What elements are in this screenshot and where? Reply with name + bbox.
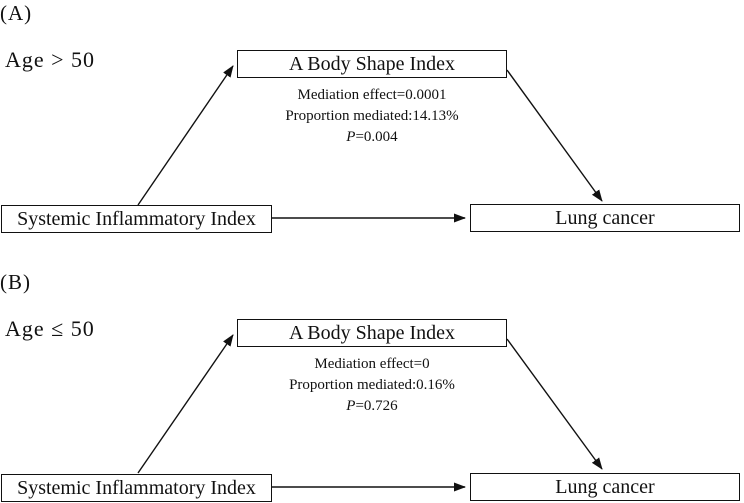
panel-b: (B) Age ≤ 50 A Body Shape Index Mediatio…: [0, 269, 744, 503]
outcome-box: Lung cancer: [470, 473, 740, 501]
exposure-box-label: Systemic Inflammatory Index: [17, 207, 256, 230]
proportion-mediated-text: Proportion mediated:0.16%: [289, 377, 455, 393]
p-value-text: P=0.726: [237, 396, 507, 417]
panel-label: (A): [0, 1, 33, 25]
p-symbol: P: [346, 129, 356, 145]
arrow-mediator-to-outcome: [506, 69, 603, 202]
p-number: =0.004: [355, 129, 398, 145]
p-value-text: P=0.004: [237, 127, 507, 148]
mediation-stats: Mediation effect=0.0001 Proportion media…: [237, 85, 507, 148]
mediator-box-label: A Body Shape Index: [288, 321, 456, 344]
exposure-box-label: Systemic Inflammatory Index: [17, 476, 256, 499]
panel-a: (A) Age > 50 A Body Shape Index Mediatio…: [0, 0, 744, 250]
proportion-mediated-text: Proportion mediated:14.13%: [285, 108, 459, 124]
exposure-box: Systemic Inflammatory Index: [1, 474, 272, 502]
mediation-effect-text: Mediation effect=0.0001: [297, 87, 447, 103]
panel-label: (B): [0, 270, 31, 294]
outcome-box: Lung cancer: [470, 204, 740, 232]
subgroup-label: Age ≤ 50: [5, 316, 95, 341]
mediator-box: A Body Shape Index: [237, 50, 507, 78]
outcome-box-label: Lung cancer: [555, 206, 655, 229]
subgroup-label: Age > 50: [5, 47, 96, 72]
mediation-effect-text: Mediation effect=0: [314, 356, 430, 372]
mediator-box-label: A Body Shape Index: [288, 52, 456, 75]
p-number: =0.726: [355, 398, 398, 414]
outcome-box-label: Lung cancer: [555, 475, 655, 498]
arrow-mediator-to-outcome: [506, 338, 603, 470]
mediator-box: A Body Shape Index: [237, 319, 507, 347]
exposure-box: Systemic Inflammatory Index: [1, 205, 272, 233]
p-symbol: P: [346, 398, 356, 414]
mediation-stats: Mediation effect=0 Proportion mediated:0…: [237, 354, 507, 417]
arrow-exposure-to-mediator: [137, 334, 234, 474]
arrow-exposure-to-mediator: [137, 65, 234, 206]
